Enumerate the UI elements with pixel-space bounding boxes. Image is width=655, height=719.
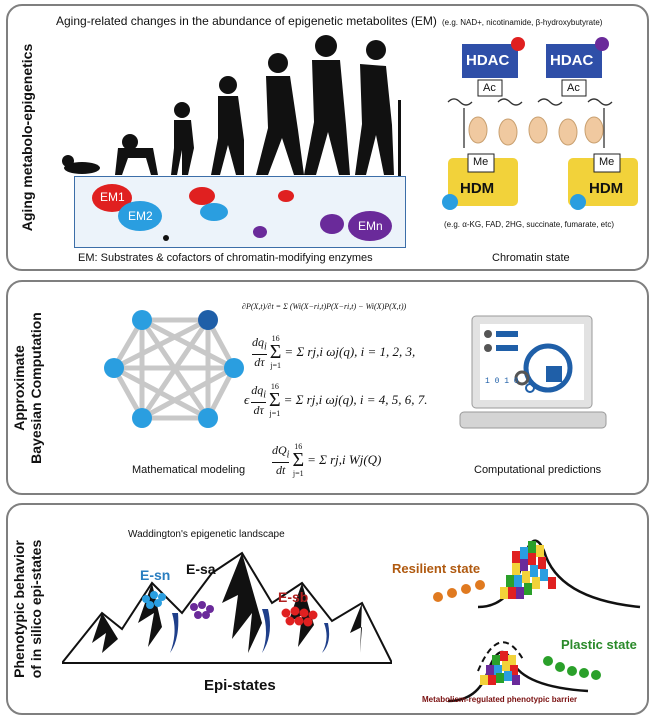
epi-states-label: Epi-states <box>204 677 276 694</box>
hdac-label-right: HDAC <box>550 52 594 69</box>
network-node-dark-circle <box>198 310 218 330</box>
network-graph <box>104 310 244 428</box>
em-purple-mid-circle <box>320 214 344 234</box>
hdm-label-right: HDM <box>589 180 624 197</box>
es-b-label: E-sb <box>278 589 309 605</box>
ac-label-right: Ac <box>567 82 580 94</box>
equation-2-rhs: = Σ rj,i ωj(q), i = 4, 5, 6, 7. <box>283 392 428 407</box>
panel-phenotypic-behavior: Phenotypic behavior of in silico epi-sta… <box>6 503 649 715</box>
binary-text: 1 0 1 0 <box>485 377 519 386</box>
panel3-side-label-box: Phenotypic behavior of in silico epi-sta… <box>8 505 48 713</box>
em-purple-small-circle <box>253 226 267 238</box>
panel-aging-metabolo-epigenetics: Aging metabolo-epigenetics Aging-related… <box>6 4 649 271</box>
panel3-side-line2: of in silico epi-states <box>28 539 45 679</box>
me-label-left: Me <box>473 156 489 168</box>
ac-label-left: Ac <box>483 82 496 94</box>
network-node-circle <box>104 358 124 378</box>
panel1-title: Aging-related changes in the abundance o… <box>56 14 437 28</box>
hdm-note: (e.g. α-KG, FAD, 2HG, succinate, fumarat… <box>444 220 615 229</box>
em-black-dot-circle <box>163 235 169 241</box>
master-equation: ∂P(X,t)/∂t = Σ (Wi(X−ri,t)P(X−ri,t) − Wi… <box>242 302 407 311</box>
hdm-blue-cofactor-right-circle <box>570 194 586 210</box>
hdm-block-left <box>448 158 518 206</box>
panel-approximate-bayesian-computation: Approximate Bayesian Computation Mathema… <box>6 280 649 495</box>
hdm-blue-cofactor-left-circle <box>442 194 458 210</box>
hdm-label-left: HDM <box>460 180 495 197</box>
me-label-right: Me <box>599 156 615 168</box>
panel1-side-label-box: Aging metabolo-epigenetics <box>8 6 48 269</box>
em-red-mid-circle <box>278 190 294 202</box>
panel3-side-line1: Phenotypic behavior <box>11 540 28 678</box>
panel2-side-label: Approximate Bayesian Computation <box>11 312 45 464</box>
hdac-block-left <box>462 44 518 78</box>
em1-label: EM1 <box>100 190 125 204</box>
em-metabolite-circles <box>92 184 392 241</box>
chromatin-diagram <box>442 37 638 210</box>
panel2-side-line1: Approximate <box>11 344 28 431</box>
em2-label: EM2 <box>128 209 153 223</box>
equation-1-rhs: = Σ rj,i ωj(q), i = 1, 2, 3, <box>284 344 416 359</box>
em-caption: EM: Substrates & cofactors of chromatin-… <box>78 252 373 264</box>
waddington-landscape <box>62 551 392 664</box>
em-blue-small-circle <box>200 203 228 221</box>
em1-circle <box>92 184 132 212</box>
panel3-side-label: Phenotypic behavior of in silico epi-sta… <box>11 540 45 678</box>
hdac-label-left: HDAC <box>466 52 510 69</box>
mathematical-modeling-label: Mathematical modeling <box>132 464 246 476</box>
plastic-state-label: Plastic state <box>561 637 637 652</box>
landscape-title: Waddington's epigenetic landscape <box>128 529 285 540</box>
panel1-side-label: Aging metabolo-epigenetics <box>19 43 36 232</box>
me-box-right <box>593 153 621 173</box>
phenotypic-states-figure <box>433 539 641 703</box>
network-node-circle <box>132 408 152 428</box>
chromatin-state-label: Chromatin state <box>492 252 570 264</box>
network-node-circle <box>132 310 152 330</box>
panel2-side-line2: Bayesian Computation <box>28 311 45 464</box>
equation-3-rhs: = Σ rj,i Wj(Q) <box>307 452 382 467</box>
emn-circle <box>348 211 392 241</box>
computational-predictions-label: Computational predictions <box>474 464 602 476</box>
es-n-label: E-sn <box>140 567 171 583</box>
es-a-label: E-sa <box>186 561 216 577</box>
em-red-small-circle <box>189 187 215 205</box>
network-node-circle <box>198 408 218 428</box>
hdac-red-cofactor-circle <box>511 37 525 51</box>
phenotypic-barrier-label: Metabolism-regulated phenotypic barrier <box>422 695 578 704</box>
panel2-side-label-box: Approximate Bayesian Computation <box>8 282 48 493</box>
emn-label: EMn <box>358 219 383 233</box>
hdac-purple-cofactor-circle <box>595 37 609 51</box>
ac-box-left <box>477 79 503 97</box>
laptop-icon <box>459 315 607 429</box>
me-box-left <box>467 153 495 173</box>
resilient-state-label: Resilient state <box>392 561 481 576</box>
hdac-note: (e.g. NAD+, nicotinamide, β-hydroxybutyr… <box>442 18 603 27</box>
hdac-block-right <box>546 44 602 78</box>
ac-box-right <box>561 79 587 97</box>
aging-silhouettes-figure <box>62 35 401 176</box>
network-node-circle <box>224 358 244 378</box>
em2-circle <box>118 201 162 231</box>
